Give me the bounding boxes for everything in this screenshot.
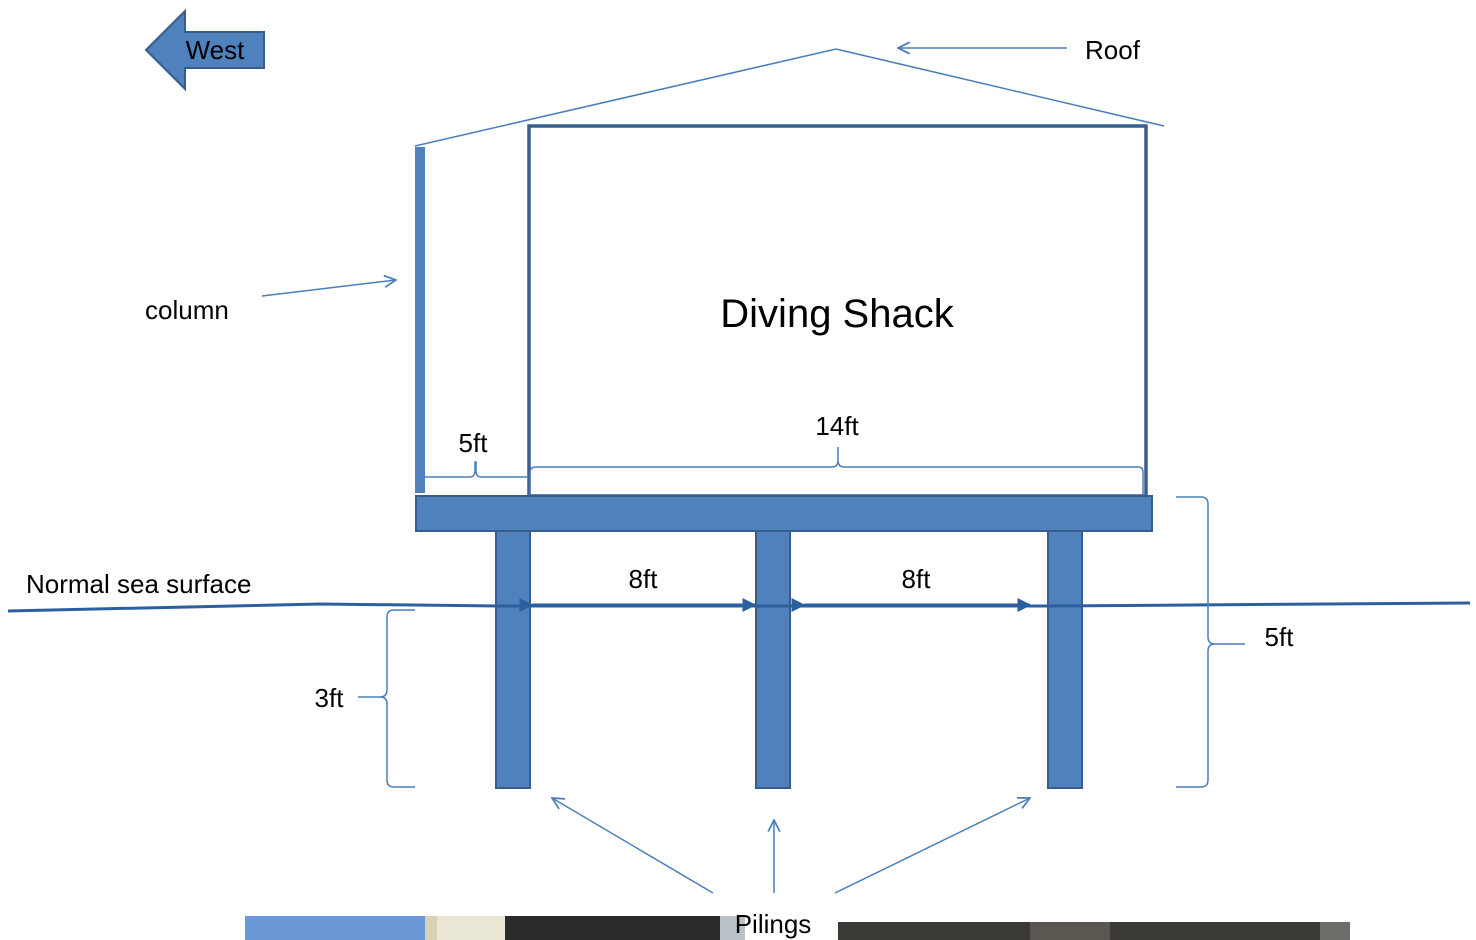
spacing-left-label: 8ft (629, 564, 659, 594)
sea-surface-label: Normal sea surface (26, 569, 251, 599)
column (415, 147, 425, 493)
photo-left (245, 916, 745, 940)
west-arrow-icon (144, 8, 265, 92)
piling-middle (755, 530, 791, 789)
porch-width-brace (425, 461, 527, 478)
column-pointer-arrow (261, 280, 396, 297)
roof-label: Roof (1085, 35, 1141, 65)
photo-right (838, 922, 1350, 940)
deck (415, 495, 1153, 532)
deck-height-brace (1176, 496, 1245, 788)
west-label: West (186, 35, 246, 65)
piling-pointer-left (552, 798, 714, 894)
water-depth-brace (358, 609, 415, 788)
porch-width-label: 5ft (459, 428, 489, 458)
shack-width-brace (529, 447, 1144, 495)
roof-line (414, 48, 1165, 147)
water-depth-label: 3ft (315, 683, 345, 713)
piling-left (495, 530, 531, 789)
deck-height-label: 5ft (1265, 622, 1295, 652)
piling-pointer-right (834, 798, 1030, 894)
shack-width-label: 14ft (815, 411, 859, 441)
west-arrow: West (144, 8, 265, 92)
shack-label: Diving Shack (720, 292, 954, 336)
spacing-right-label: 8ft (902, 564, 932, 594)
piling-right (1047, 530, 1083, 789)
pilings-label: Pilings (735, 909, 812, 939)
column-label: column (145, 295, 229, 325)
